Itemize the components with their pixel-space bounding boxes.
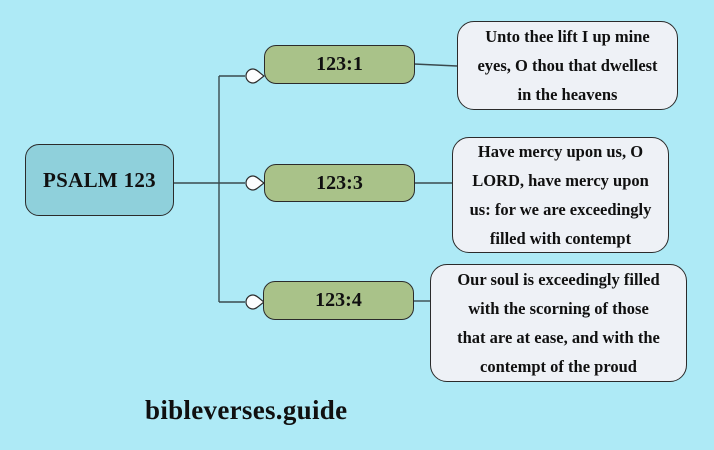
arrowhead-icon <box>245 175 266 191</box>
arrowhead-icon <box>245 294 266 310</box>
root-node-label: PSALM 123 <box>43 167 156 192</box>
verse-line: Unto thee lift I up mine <box>485 27 650 46</box>
verse-line: with the scorning of those <box>468 299 649 318</box>
verse-node-123-1: 123:1 <box>264 45 415 84</box>
verse-node-123-3: 123:3 <box>264 164 415 202</box>
verse-node-label: 123:4 <box>315 289 362 311</box>
verse-line: in the heavens <box>517 85 618 104</box>
arrowhead-icon <box>245 68 266 84</box>
verse-line: LORD, have mercy upon <box>472 171 649 190</box>
edge-node1-to-box1 <box>413 63 458 67</box>
verse-text-box-123-3: Have mercy upon us, O LORD, have mercy u… <box>452 137 669 253</box>
verse-line: us: for we are exceedingly <box>469 200 652 219</box>
verse-node-123-4: 123:4 <box>263 281 414 320</box>
verse-text-box-123-1: Unto thee lift I up mine eyes, O thou th… <box>457 21 678 110</box>
verse-node-label: 123:1 <box>316 53 363 75</box>
root-node-psalm-123: PSALM 123 <box>25 144 174 216</box>
verse-line: Have mercy upon us, O <box>477 142 644 161</box>
verse-line: that are at ease, and with the <box>457 328 660 347</box>
site-watermark: bibleverses.guide <box>145 395 348 425</box>
verse-line: filled with contempt <box>489 229 632 248</box>
verse-text-box-123-4: Our soul is exceedingly filled with the … <box>430 264 687 382</box>
verse-line: eyes, O thou that dwellest <box>477 56 658 75</box>
verse-line: contempt of the proud <box>480 357 637 376</box>
verse-line: Our soul is exceedingly filled <box>457 270 660 289</box>
verse-node-label: 123:3 <box>316 171 363 194</box>
